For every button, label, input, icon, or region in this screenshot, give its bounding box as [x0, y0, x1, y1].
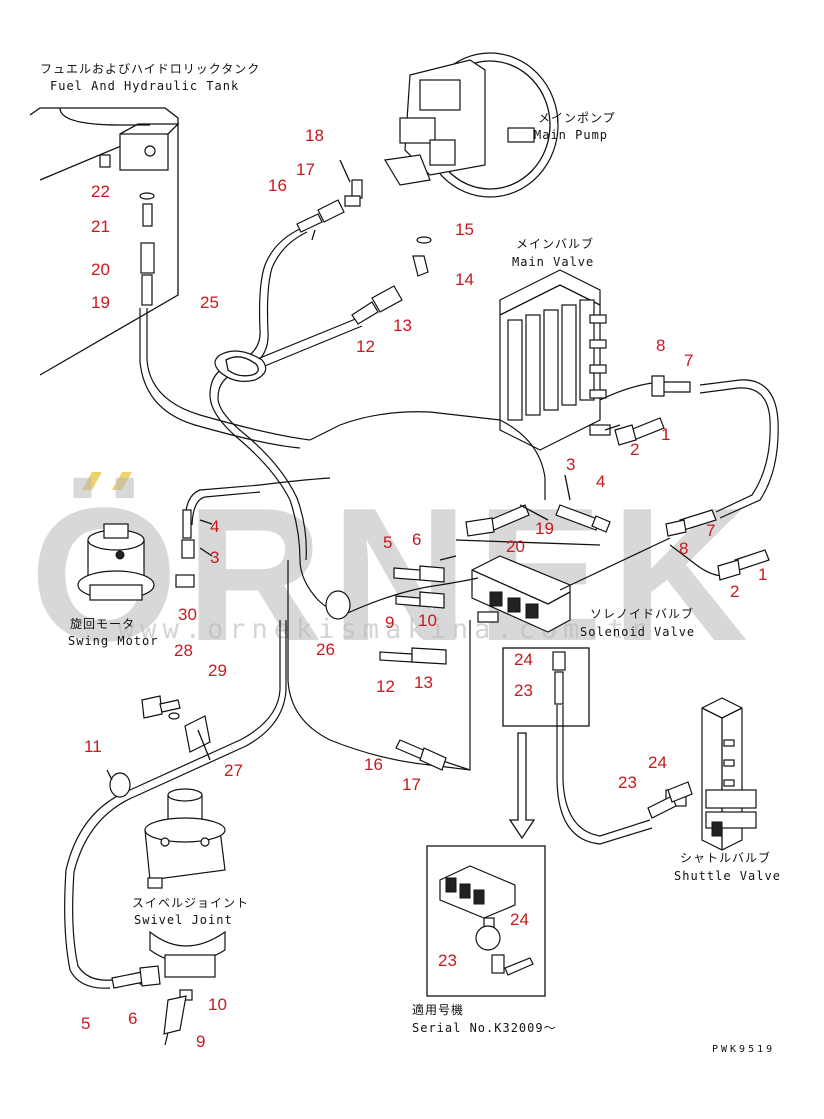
serial-label-en: Serial No.K32009～: [412, 1021, 557, 1035]
callout-29: 29: [208, 661, 227, 680]
callout-23-b: 23: [618, 773, 637, 792]
callout-5-b: 5: [81, 1014, 90, 1033]
callout-4-b: 4: [210, 517, 219, 536]
callout-13-b: 13: [414, 673, 433, 692]
callout-2: 2: [630, 440, 639, 459]
callout-16: 16: [268, 176, 287, 195]
callout-6: 6: [412, 530, 421, 549]
callout-6-b: 6: [128, 1009, 137, 1028]
watermark-accent-mark: [82, 472, 102, 490]
callout-2-b: 2: [730, 582, 739, 601]
callout-10-b: 10: [208, 995, 227, 1014]
main-pump: [384, 52, 559, 198]
callout-30: 30: [178, 605, 197, 624]
callout-3-b: 3: [210, 548, 219, 567]
callout-24-b: 24: [648, 753, 667, 772]
swing-motor: [77, 523, 195, 601]
callout-1: 1: [661, 425, 670, 444]
callout-9: 9: [385, 613, 394, 632]
main-valve-label-en: Main Valve: [512, 255, 594, 269]
callout-21: 21: [91, 217, 110, 236]
callout-4: 4: [596, 472, 605, 491]
shuttle-valve-label-en: Shuttle Valve: [674, 869, 781, 883]
tank-fittings: [139, 192, 155, 306]
swivel-joint-label-jp: スイベルジョイント: [132, 896, 249, 910]
callout-26: 26: [316, 640, 335, 659]
callout-1-b: 1: [758, 565, 767, 584]
callout-8-b: 8: [679, 539, 688, 558]
leader-lines: [106, 159, 601, 781]
callout-9-b: 9: [196, 1032, 205, 1051]
callout-23: 23: [514, 681, 533, 700]
callout-14: 14: [455, 270, 474, 289]
main-pump-label-jp: メインポンプ: [538, 111, 616, 125]
callout-12: 12: [356, 337, 375, 356]
watermark: ÖRNEK www.ornekismakina.com.tr: [30, 469, 756, 681]
callout-25: 25: [200, 293, 219, 312]
solenoid-valve-label-en: Solenoid Valve: [580, 625, 695, 639]
callouts: 22 21 20 19 18 17 16 15 14 25 13 12 8 7 …: [81, 126, 767, 1051]
callout-24: 24: [514, 650, 533, 669]
callout-3: 3: [566, 455, 575, 474]
callout-17: 17: [296, 160, 315, 179]
main-valve-label-jp: メインバルブ: [516, 236, 594, 251]
callout-20: 20: [91, 260, 110, 279]
callout-15: 15: [455, 220, 474, 239]
callout-19-b: 19: [535, 519, 554, 538]
callout-12-b: 12: [376, 677, 395, 696]
watermark-accent-mark: [112, 472, 132, 490]
callout-11: 11: [84, 737, 102, 756]
watermark-brand: ÖRNEK: [30, 469, 756, 681]
pump-fittings: [344, 179, 432, 277]
detail-box-serial: [426, 845, 546, 997]
shuttle-valve: [665, 697, 757, 851]
serial-label-jp: 適用号機: [412, 1002, 464, 1017]
solenoid-valve-label-jp: ソレノイドバルブ: [590, 606, 694, 621]
callout-18: 18: [305, 126, 324, 145]
callout-28: 28: [174, 641, 193, 660]
serial-detail-solenoid: [439, 865, 534, 976]
callout-27: 27: [224, 761, 243, 780]
solenoid-valve: [471, 555, 571, 633]
callout-8: 8: [656, 336, 665, 355]
callout-16-b: 16: [364, 755, 383, 774]
shuttle-valve-label-jp: シャトルバルブ: [680, 850, 771, 865]
swing-motor-label-jp: 旋回モータ: [70, 617, 135, 631]
callout-17-b: 17: [402, 775, 421, 794]
callout-20-b: 20: [506, 537, 525, 556]
swing-motor-label-en: Swing Motor: [68, 634, 158, 648]
callout-19: 19: [91, 293, 110, 312]
callout-22: 22: [91, 182, 110, 201]
main-valve: [499, 269, 611, 451]
callout-10: 10: [418, 611, 437, 630]
fuel-tank-label-en: Fuel And Hydraulic Tank: [50, 79, 239, 93]
hose-fittings: [111, 199, 770, 1035]
fuel-tank: [29, 107, 180, 376]
swivel-joint: [139, 788, 226, 1001]
detail-arrow: [508, 732, 536, 840]
detail-box-solenoid-fitting: [502, 647, 590, 727]
callout-5: 5: [383, 533, 392, 552]
main-pump-label-en: Main Pump: [534, 128, 608, 142]
callout-13: 13: [393, 316, 412, 335]
callout-7-b: 7: [706, 521, 715, 540]
hoses: [64, 227, 779, 1046]
drawing-code: PWK9519: [712, 1044, 775, 1055]
fuel-tank-label-jp: フュエルおよびハイドロリックタンク: [40, 62, 260, 76]
callout-23-c: 23: [438, 951, 457, 970]
callout-7: 7: [684, 351, 693, 370]
callout-24-c: 24: [510, 910, 529, 929]
swivel-joint-label-en: Swivel Joint: [134, 913, 233, 927]
